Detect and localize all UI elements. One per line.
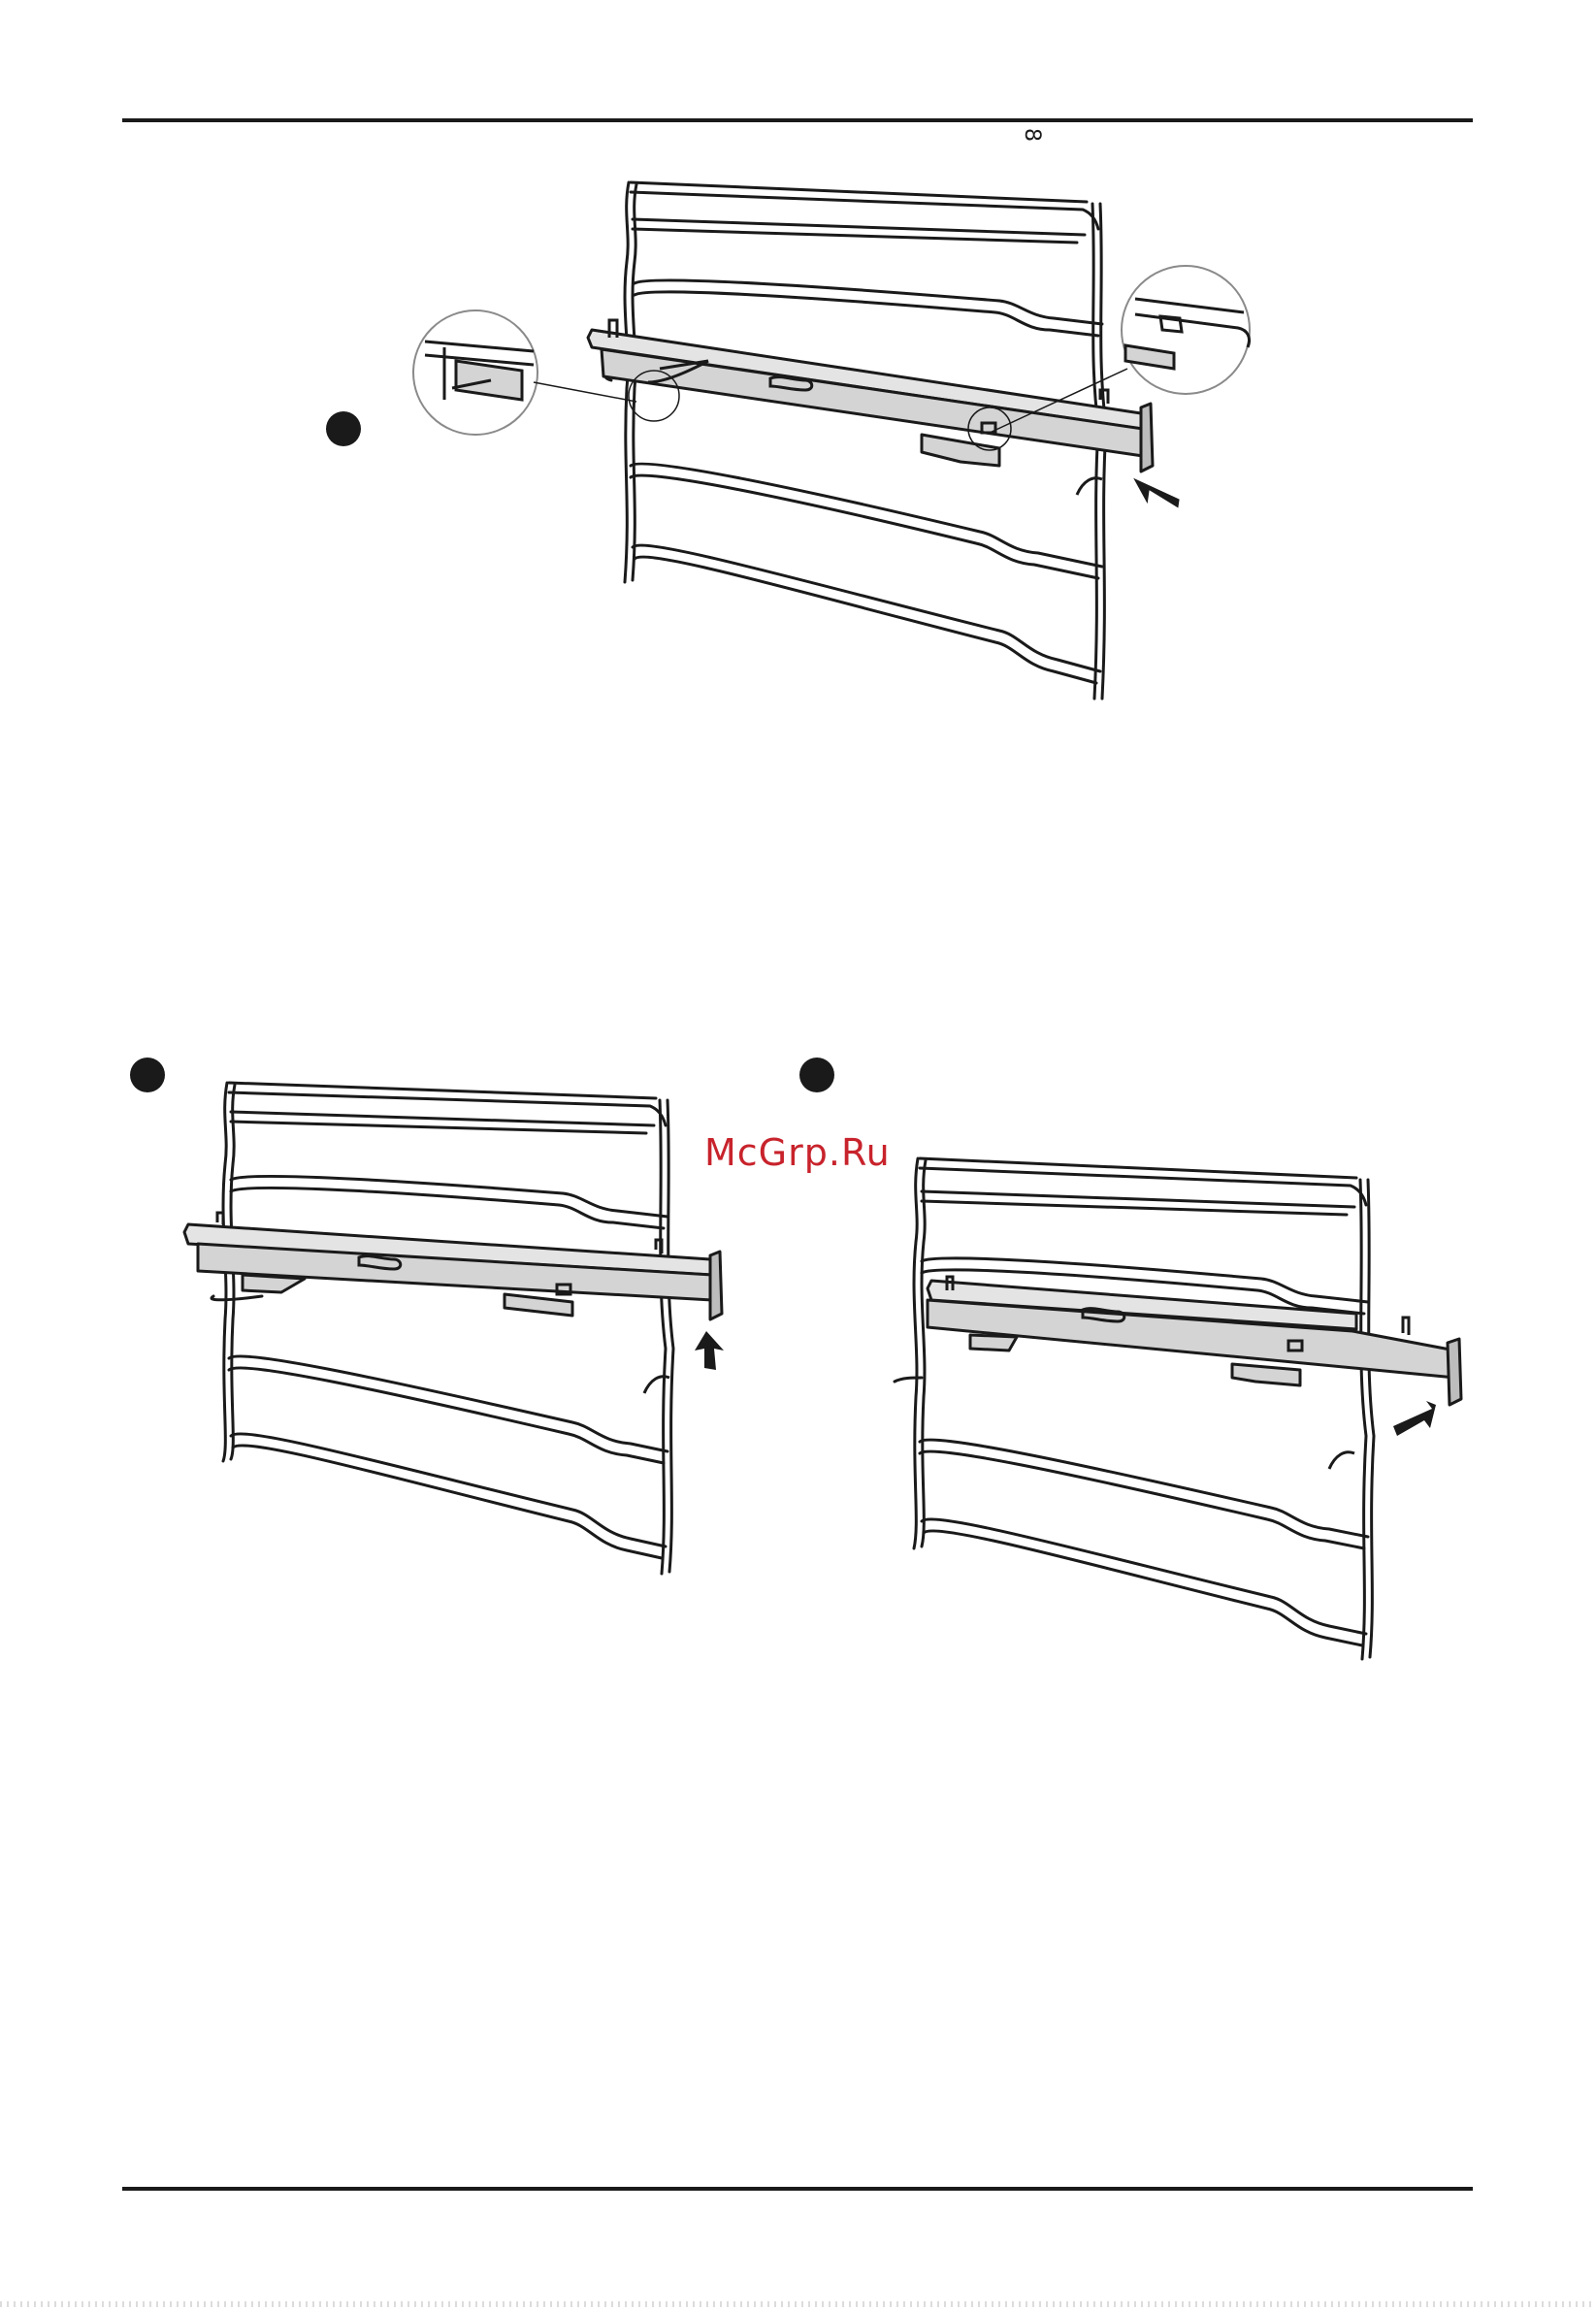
rack-illustration-1 — [398, 175, 1271, 718]
watermark: McGrp.Ru — [704, 1131, 891, 1174]
step-3-figure — [873, 1145, 1494, 1669]
rack-illustration-2 — [175, 1077, 757, 1581]
push-arrow-icon — [1130, 478, 1182, 508]
page-number: 8 — [1021, 128, 1042, 142]
step-2-figure — [175, 1077, 757, 1581]
bottom-rule — [122, 2187, 1473, 2191]
scan-edge — [0, 2301, 1596, 2307]
top-rule — [122, 118, 1473, 122]
rack-illustration-3 — [873, 1145, 1494, 1669]
step-3-marker — [799, 1058, 834, 1092]
lift-arrow-icon — [695, 1331, 724, 1370]
step-1-figure — [398, 175, 1271, 718]
step-1-marker — [326, 411, 361, 446]
step-2-marker — [130, 1058, 165, 1092]
push-arrow-icon — [1393, 1401, 1436, 1436]
